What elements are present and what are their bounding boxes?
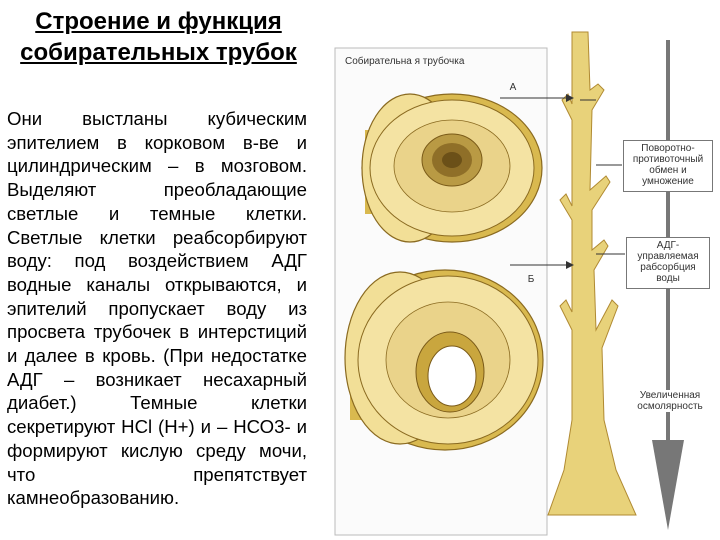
tubule-cross-section-b xyxy=(344,269,544,451)
label-a: А xyxy=(509,82,517,93)
countercurrent-box: Поворотно-противоточный обмен и умножени… xyxy=(623,140,713,192)
label-b: Б xyxy=(527,274,535,285)
increased-osmolarity-label: Увеличенная осмолярность xyxy=(622,390,718,412)
slide-title: Строение и функция собирательных трубок xyxy=(20,8,297,66)
panel-title-label: Собирательна я трубочка xyxy=(345,56,465,67)
slide-body-text: Они выстланы кубическим эпителием в корк… xyxy=(7,108,307,509)
adh-reabsorption-box: АДГ-управляемая рабсорбция воды xyxy=(626,237,710,289)
tubule-cross-section-a xyxy=(361,93,543,243)
collecting-duct-trunk xyxy=(547,31,637,516)
